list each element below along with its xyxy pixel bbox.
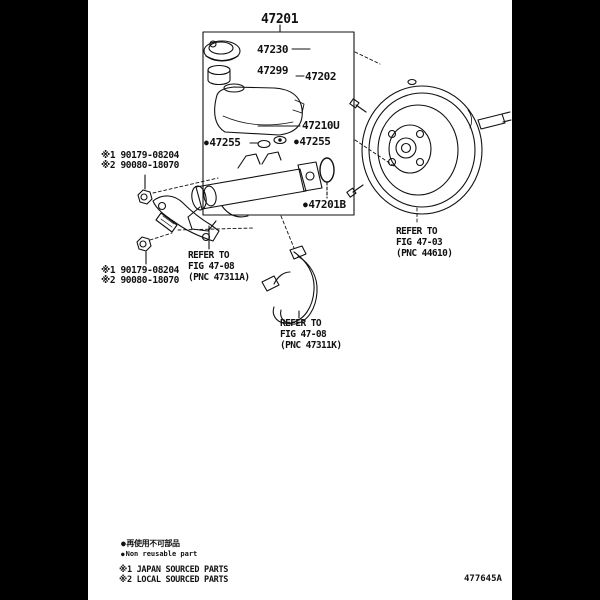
part-label-47255-right: ● 47255 [294, 136, 331, 147]
legend-non-reusable-jp: ● 再使用不可部品 [121, 540, 180, 548]
filter-drawing [207, 64, 231, 86]
refer-line: (PNC 44610) [396, 248, 453, 259]
non-reusable-icon: ● [121, 550, 125, 558]
part-label-47201B: ● 47201B [303, 199, 346, 210]
refer-note-bracket: REFER TO FIG 47-08 (PNC 47311A) [188, 250, 250, 283]
part-number: 47201B [308, 198, 346, 211]
part-label-47230: 47230 [257, 43, 289, 56]
bracket-drawing [152, 195, 220, 242]
part-label-47299: 47299 [257, 64, 289, 77]
refer-line: REFER TO [188, 250, 230, 261]
part-label-47201: 47201 [261, 12, 299, 27]
part-label-47202: 47202 [305, 70, 337, 83]
nut-note-line2: ※2 90080-18070 [101, 160, 179, 171]
refer-line: REFER TO [280, 318, 322, 329]
part-label-47210U: 47210U [302, 119, 340, 132]
o-ring-drawing [319, 157, 335, 183]
refer-line: (PNC 47311K) [280, 340, 342, 351]
dashed-connectors [149, 51, 418, 249]
nut-note-line1: ※1 90179-08204 [101, 265, 179, 276]
grommet-drawings [257, 135, 287, 149]
refer-line: FIG 47-03 [396, 237, 443, 248]
nut-upper-drawing [137, 174, 153, 205]
refer-note-pipe: REFER TO FIG 47-08 (PNC 47311K) [280, 318, 342, 351]
refer-line: FIG 47-08 [188, 261, 235, 272]
nut-note-line2: ※2 90080-18070 [101, 275, 179, 286]
figure-code: 477645A [464, 574, 502, 584]
non-reusable-icon: ● [121, 539, 126, 548]
refer-line: FIG 47-08 [280, 329, 327, 340]
part-number: 47255 [209, 136, 241, 149]
left-black-matte [0, 0, 88, 600]
non-reusable-icon: ● [204, 137, 209, 147]
legend-text-jp: 再使用不可部品 [126, 539, 180, 548]
main-assembly-box [202, 31, 355, 216]
booster-drawing [346, 78, 512, 215]
part-number: 47255 [299, 135, 331, 148]
refer-note-booster: REFER TO FIG 47-03 (PNC 44610) [396, 226, 453, 259]
nut-note-upper: ※1 90179-08204 ※2 90080-18070 [101, 151, 179, 171]
legend-japan-sourced: ※1 JAPAN SOURCED PARTS [119, 565, 229, 575]
nut-note-line1: ※1 90179-08204 [101, 150, 179, 161]
refer-line: REFER TO [396, 226, 438, 237]
cap-drawing [203, 40, 241, 62]
nut-note-lower: ※1 90179-08204 ※2 90080-18070 [101, 266, 179, 286]
legend-local-sourced: ※2 LOCAL SOURCED PARTS [119, 575, 229, 585]
legend-non-reusable-en: ● Non reusable part [121, 551, 197, 558]
non-reusable-icon: ● [294, 136, 299, 146]
part-label-47255-left: ● 47255 [204, 137, 241, 148]
legend-text-en: Non reusable part [125, 550, 198, 558]
right-black-matte [512, 0, 600, 600]
nut-lower-drawing [136, 236, 152, 265]
reservoir-drawing [214, 83, 305, 136]
brake-pipe-drawing [261, 245, 318, 325]
master-cylinder-drawing [187, 151, 323, 232]
leader-lines [249, 48, 311, 144]
non-reusable-icon: ● [303, 199, 308, 209]
refer-line: (PNC 47311A) [188, 272, 250, 283]
